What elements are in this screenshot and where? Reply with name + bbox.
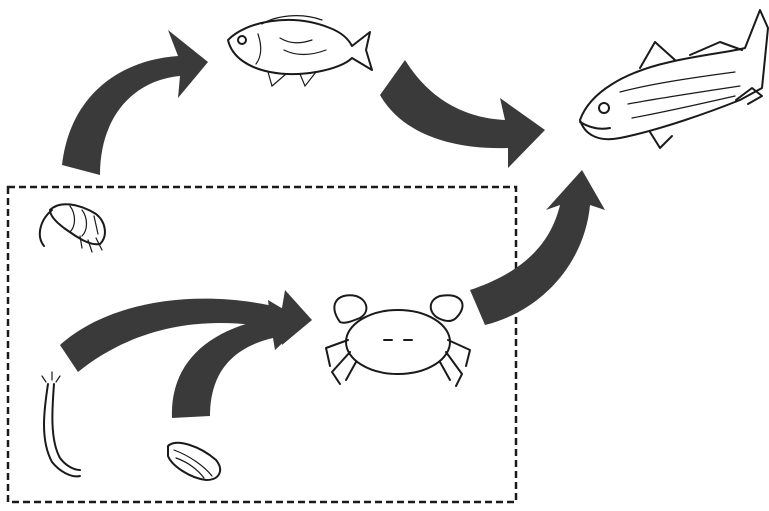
arrow-shrimp-to-small-fish (62, 30, 208, 175)
shrimp-icon (40, 204, 105, 252)
arrow-small-fish-to-large-fish (380, 60, 545, 168)
arrow-crab-to-large-fish (470, 170, 605, 325)
crab-icon (326, 295, 470, 386)
mussel-icon (168, 443, 220, 480)
large-fish-icon (580, 10, 768, 148)
worm-icon (42, 372, 80, 476)
small-fish-icon (228, 16, 372, 86)
